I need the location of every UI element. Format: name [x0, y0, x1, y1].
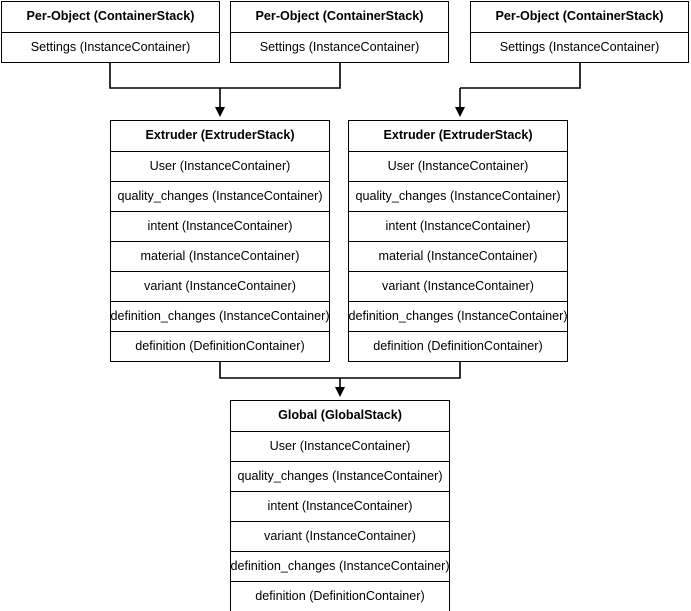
edge-per-object-3-to-extruder-2 — [460, 61, 581, 89]
node-header: Global (GlobalStack) — [278, 408, 402, 423]
node-row: definition (DefinitionContainer) — [231, 581, 449, 611]
node-row: variant (InstanceContainer) — [231, 521, 449, 551]
node-row: definition_changes (InstanceContainer) — [110, 301, 330, 331]
node-row: quality_changes (InstanceContainer) — [111, 181, 329, 211]
node-row: Settings (InstanceContainer) — [471, 32, 688, 62]
node-header: Per-Object (ContainerStack) — [255, 9, 424, 24]
node-row: User (InstanceContainer) — [231, 431, 449, 461]
node-row: intent (InstanceContainer) — [231, 491, 449, 521]
node-row: variant (InstanceContainer) — [349, 271, 567, 301]
node-row: definition_changes (InstanceContainer) — [348, 301, 568, 331]
node-extruder-2[interactable]: Extruder (ExtruderStack) User (InstanceC… — [348, 120, 568, 362]
node-row: material (InstanceContainer) — [111, 241, 329, 271]
node-per-object-2[interactable]: Per-Object (ContainerStack) Settings (In… — [230, 1, 449, 63]
node-row: User (InstanceContainer) — [111, 151, 329, 181]
node-per-object-1[interactable]: Per-Object (ContainerStack) Settings (In… — [1, 1, 220, 63]
node-row: intent (InstanceContainer) — [111, 211, 329, 241]
edge-per-object-2-to-extruder-1 — [220, 61, 341, 89]
node-row: definition (DefinitionContainer) — [349, 331, 567, 361]
node-row: quality_changes (InstanceContainer) — [231, 461, 449, 491]
node-row: material (InstanceContainer) — [349, 241, 567, 271]
node-global[interactable]: Global (GlobalStack) User (InstanceConta… — [230, 400, 450, 611]
node-row: Settings (InstanceContainer) — [231, 32, 448, 62]
node-header: Per-Object (ContainerStack) — [495, 9, 664, 24]
node-header: Per-Object (ContainerStack) — [26, 9, 195, 24]
node-row: definition_changes (InstanceContainer) — [230, 551, 450, 581]
node-header: Extruder (ExtruderStack) — [145, 128, 295, 143]
node-row: User (InstanceContainer) — [349, 151, 567, 181]
edge-per-object-1-to-extruder-1 — [109, 61, 220, 89]
node-row: definition (DefinitionContainer) — [111, 331, 329, 361]
node-header: Extruder (ExtruderStack) — [383, 128, 533, 143]
node-row: intent (InstanceContainer) — [349, 211, 567, 241]
edge-extruder-1-to-global — [219, 361, 340, 379]
node-row: variant (InstanceContainer) — [111, 271, 329, 301]
edge-extruder-2-to-global — [340, 361, 461, 379]
node-row: quality_changes (InstanceContainer) — [349, 181, 567, 211]
node-per-object-3[interactable]: Per-Object (ContainerStack) Settings (In… — [470, 1, 689, 63]
node-row: Settings (InstanceContainer) — [2, 32, 219, 62]
node-extruder-1[interactable]: Extruder (ExtruderStack) User (InstanceC… — [110, 120, 330, 362]
